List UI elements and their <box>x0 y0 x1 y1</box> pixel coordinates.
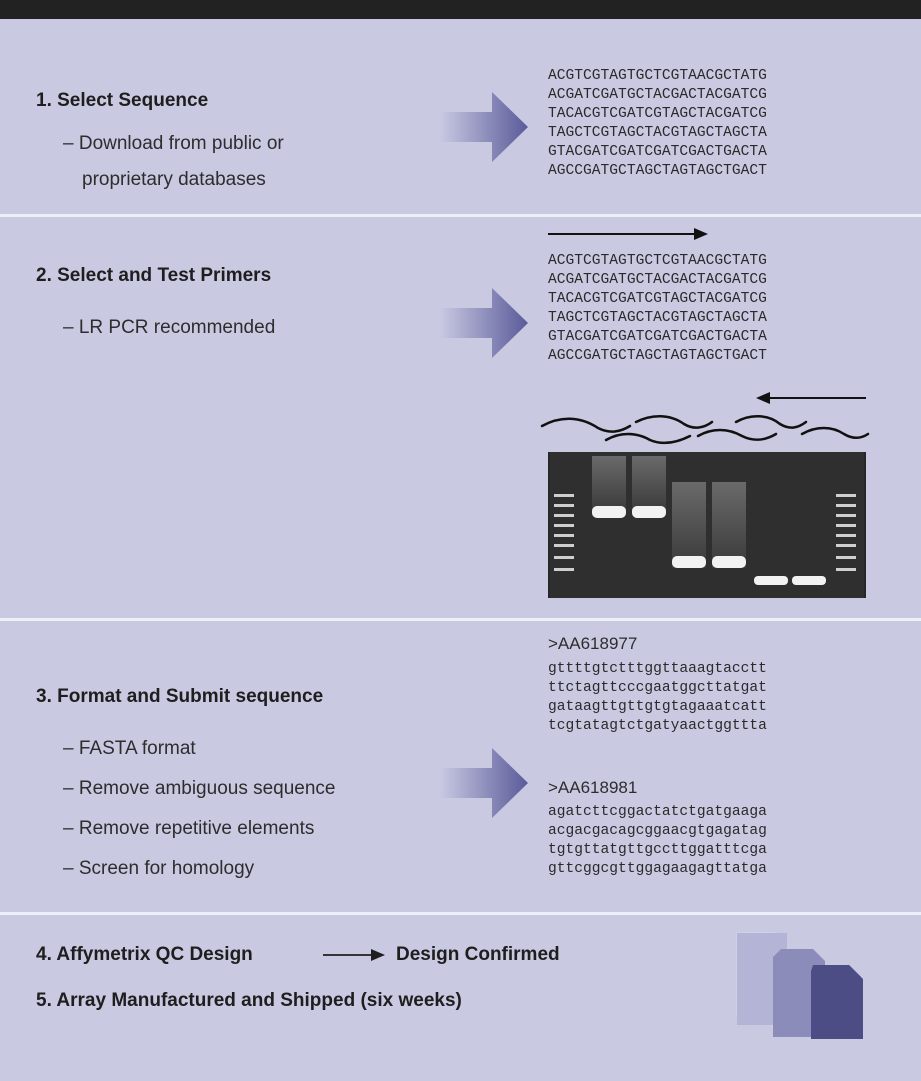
sequence-line: tcgtatagtctgatyaactggttta <box>548 718 767 734</box>
step-2-bullet-1: – LR PCR recommended <box>63 317 276 338</box>
sequence-line: acgacgacagcggaacgtgagatag <box>548 823 767 839</box>
sequence-line: gttttgtctttggttaaagtacctt <box>548 661 767 677</box>
sequence-line: GTACGATCGATCGATCGACTGACTA <box>548 144 767 160</box>
step-3-bullet-3: – Remove repetitive elements <box>63 818 315 839</box>
qc-arrow-icon <box>323 949 385 961</box>
sequence-line: gttcggcgttggagaagagttatga <box>548 861 767 877</box>
sequence-line: AGCCGATGCTAGCTAGTAGCTGACT <box>548 163 767 179</box>
sequence-line: ACGTCGTAGTGCTCGTAACGCTATG <box>548 68 767 84</box>
fasta-sequence-1: gttttgtctttggttaaagtacctt ttctagttcccgaa… <box>548 660 767 736</box>
fasta-accession-2: >AA618981 <box>548 778 638 797</box>
step-3-bullet-4: – Screen for homology <box>63 858 255 879</box>
sequence-line: gataagttgttgtgtagaaatcatt <box>548 699 767 715</box>
step-3-bullet-1: – FASTA format <box>63 738 196 759</box>
step-2-title: 2. Select and Test Primers <box>36 265 272 286</box>
sequence-line: ACGATCGATGCTACGACTACGATCG <box>548 272 767 288</box>
sequence-line: GTACGATCGATCGATCGACTGACTA <box>548 329 767 345</box>
sequence-line: TAGCTCGTAGCTACGTAGCTAGCTA <box>548 310 767 326</box>
sequence-line: ttctagttcccgaatggcttatgat <box>548 680 767 696</box>
primer-arrow-icon <box>756 392 866 404</box>
flow-arrow-icon <box>440 748 528 818</box>
step-3-bullet-2: – Remove ambiguous sequence <box>63 778 336 799</box>
fasta-sequence-2: agatcttcggactatctgatgaaga acgacgacagcgga… <box>548 803 767 879</box>
sequence-line: agatcttcggactatctgatgaaga <box>548 804 767 820</box>
section-divider <box>0 214 921 217</box>
sequence-line: TACACGTCGATCGTAGCTACGATCG <box>548 291 767 307</box>
flow-arrow-icon <box>440 92 528 162</box>
top-bar <box>0 0 921 19</box>
flow-arrow-icon <box>440 288 528 358</box>
step-2-sequence: ACGTCGTAGTGCTCGTAACGCTATG ACGATCGATGCTAC… <box>548 252 767 366</box>
pcr-product-waves <box>540 415 870 445</box>
step-3-title: 3. Format and Submit sequence <box>36 686 324 707</box>
sequence-line: AGCCGATGCTAGCTAGTAGCTGACT <box>548 348 767 364</box>
primer-arrow-icon <box>548 228 708 240</box>
sequence-line: ACGTCGTAGTGCTCGTAACGCTATG <box>548 253 767 269</box>
sequence-line: TAGCTCGTAGCTACGTAGCTAGCTA <box>548 125 767 141</box>
sequence-line: TACACGTCGATCGTAGCTACGATCG <box>548 106 767 122</box>
step-4-result: Design Confirmed <box>396 944 560 965</box>
sequence-line: ACGATCGATGCTACGACTACGATCG <box>548 87 767 103</box>
step-1-title: 1. Select Sequence <box>36 90 209 111</box>
section-divider <box>0 618 921 621</box>
section-divider <box>0 912 921 915</box>
step-4-title: 4. Affymetrix QC Design <box>36 944 253 965</box>
step-5-title: 5. Array Manufactured and Shipped (six w… <box>36 990 462 1011</box>
step-1-bullet-1: – Download from public or <box>63 133 284 154</box>
sequence-line: tgtgttatgttgccttggatttcga <box>548 842 767 858</box>
array-chip-icon <box>736 932 863 1039</box>
gel-electrophoresis-image <box>548 452 866 598</box>
step-1-sequence: ACGTCGTAGTGCTCGTAACGCTATG ACGATCGATGCTAC… <box>548 67 767 181</box>
step-1-bullet-2: proprietary databases <box>82 169 266 190</box>
fasta-accession-1: >AA618977 <box>548 634 638 653</box>
